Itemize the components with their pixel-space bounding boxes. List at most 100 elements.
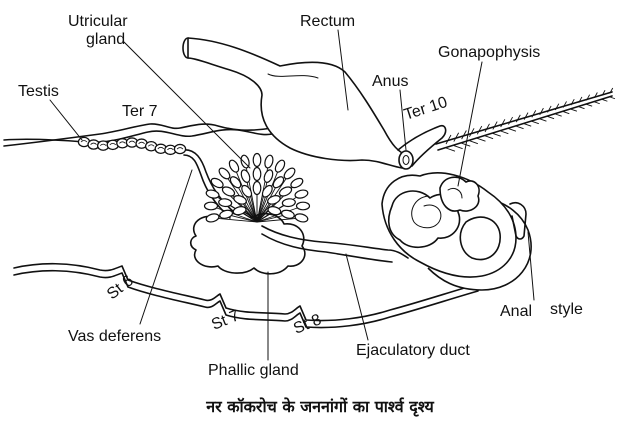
cercus-bristle	[562, 101, 567, 108]
leader-gonapophysis	[457, 61, 483, 187]
cercus-bristle	[539, 118, 547, 122]
cercus-bristle	[508, 128, 517, 132]
utricular-lobule	[232, 206, 247, 216]
utricular-tubule	[256, 193, 302, 223]
right-phallomere	[459, 216, 501, 261]
leader-vas-deferens	[139, 169, 193, 325]
utricular-lobule	[218, 198, 233, 208]
tergum-wall-inner	[3, 128, 273, 144]
utricular-lobule	[294, 213, 309, 223]
anus-opening	[402, 155, 410, 165]
leader-anal-style	[527, 231, 535, 301]
label-anal-style-line2: style	[550, 301, 583, 318]
utricular-lobule	[252, 166, 262, 182]
testis-lobe-fold	[90, 142, 97, 145]
utricular-lobule	[280, 209, 295, 219]
cercus-bristle	[461, 130, 467, 140]
cercus-bristle	[469, 140, 479, 145]
cercus-bristle	[508, 116, 513, 125]
utricular-lobule	[240, 169, 251, 183]
label-testis: Testis	[18, 83, 59, 100]
label-utricular-gland-line2: gland	[86, 31, 125, 48]
sternum-wall-outer	[13, 249, 529, 322]
utricular-lobule	[205, 213, 220, 223]
utricular-tubule	[212, 193, 258, 223]
utricular-lobule	[267, 195, 281, 205]
utricular-lobule	[261, 184, 273, 198]
label-rectum: Rectum	[300, 13, 355, 30]
cercus-bristle	[594, 101, 600, 105]
cercus-bristle	[609, 96, 616, 100]
utricular-lobule	[267, 206, 282, 216]
utricular-lobule	[205, 189, 220, 199]
utricular-lobule	[263, 169, 274, 183]
cercus-bristle	[476, 125, 483, 135]
ejaculatory-duct-lower	[261, 233, 393, 263]
rectum-fold	[267, 73, 319, 79]
cercus-bristle	[469, 128, 475, 137]
utricular-lobule	[272, 176, 285, 189]
cercus-bristle	[578, 106, 585, 110]
cercus-bristle	[500, 130, 509, 135]
utricular-lobule	[274, 159, 286, 173]
utricular-lobule	[203, 201, 219, 211]
cercus-bristle	[602, 99, 608, 102]
gonapophysis-fold	[447, 187, 463, 199]
label-phallic-gland: Phallic gland	[208, 362, 299, 379]
label-anal-style-line1: Anal	[500, 303, 532, 320]
utricular-lobule	[252, 180, 262, 196]
testis-lobe-fold	[147, 144, 155, 147]
testis-lobe-fold	[80, 140, 88, 143]
utricular-gland	[203, 152, 311, 223]
utricular-lobule	[229, 176, 242, 189]
tergum-10-flap	[397, 124, 447, 167]
cercus-bristle	[593, 92, 598, 99]
utricular-lobule	[233, 195, 247, 205]
testis-lobe-fold	[176, 147, 184, 150]
testis-lobe-fold	[119, 141, 126, 144]
utricular-lobule	[294, 189, 309, 199]
leader-utricular-gland	[123, 41, 251, 169]
cercus-bristle	[531, 120, 539, 125]
testis-lobe-fold	[128, 140, 136, 143]
utricular-lobule	[264, 154, 274, 169]
cercus-bristle	[523, 112, 529, 120]
ejaculatory-duct-upper	[261, 225, 409, 259]
utricular-lobule	[278, 186, 293, 197]
cercus-bristle	[586, 94, 591, 101]
cercus-bristle	[484, 135, 494, 140]
cercus-bristle	[547, 105, 552, 113]
utricular-lobule	[219, 209, 234, 219]
cercus-bristle	[578, 96, 583, 103]
cercus-bristle	[523, 123, 532, 127]
label-ter-10: Ter 10	[402, 94, 450, 124]
testis	[77, 136, 187, 156]
gonapophysis	[439, 176, 480, 212]
phallomere-spiral	[411, 195, 442, 229]
cercus-bristle	[609, 87, 614, 94]
cercus-bristle	[516, 125, 524, 130]
testis-lobe-fold	[167, 147, 174, 151]
utricular-lobule	[283, 167, 296, 180]
testis-lobe	[173, 143, 187, 155]
anal-cercus	[445, 87, 616, 152]
sternum-wall-inner	[13, 269, 479, 329]
anus	[398, 150, 414, 170]
testis-lobe-fold	[138, 141, 145, 144]
leader-anus	[399, 89, 407, 151]
figure-caption: नर कॉकरोच के जननांगों का पार्श्व दृश्य	[205, 397, 434, 417]
utricular-lobule	[218, 167, 231, 180]
cercus-bristle	[492, 133, 501, 137]
testis-lobe-fold	[157, 146, 165, 150]
utricular-lobule	[252, 152, 262, 168]
cercus-bristle	[477, 137, 486, 142]
label-st-7: St 7	[209, 307, 242, 333]
leader-testis	[49, 99, 83, 141]
cercus-bristle	[453, 132, 460, 142]
label-ejaculatory-duct: Ejaculatory duct	[356, 342, 470, 359]
utricular-lobule	[221, 186, 236, 197]
cercus-bristle	[445, 134, 452, 145]
cercus-bristle	[601, 90, 606, 96]
rectum	[187, 37, 409, 169]
utricular-lobule	[228, 159, 240, 173]
